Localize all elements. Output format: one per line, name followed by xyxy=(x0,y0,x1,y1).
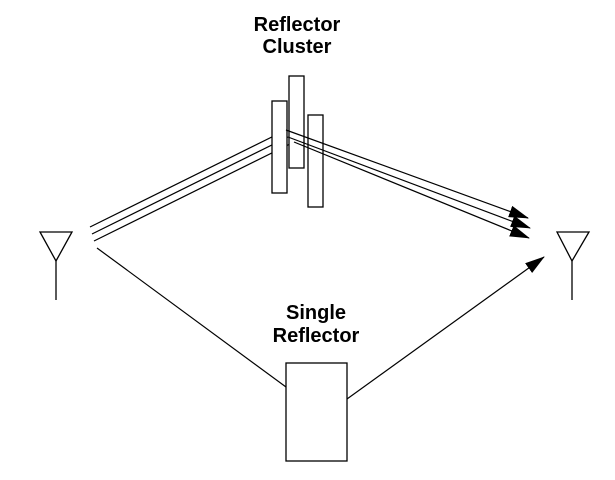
transmit-antenna-icon xyxy=(38,231,74,300)
incident-rays-cluster xyxy=(89,129,295,242)
reflected-rays-cluster xyxy=(285,129,531,239)
single-reflector-path xyxy=(96,247,545,400)
single-reflector xyxy=(285,362,348,462)
cluster-reflector-right xyxy=(307,114,324,208)
receive-antenna-icon xyxy=(555,231,591,300)
reflector-cluster xyxy=(271,75,324,208)
single-label-line2: Reflector xyxy=(273,325,360,347)
cluster-label-line2: Cluster xyxy=(263,36,332,58)
single-label-line1: Single xyxy=(286,302,346,324)
cluster-reflector-middle xyxy=(288,75,305,169)
cluster-label-line1: Reflector xyxy=(254,14,341,36)
cluster-reflector-left xyxy=(271,100,288,194)
